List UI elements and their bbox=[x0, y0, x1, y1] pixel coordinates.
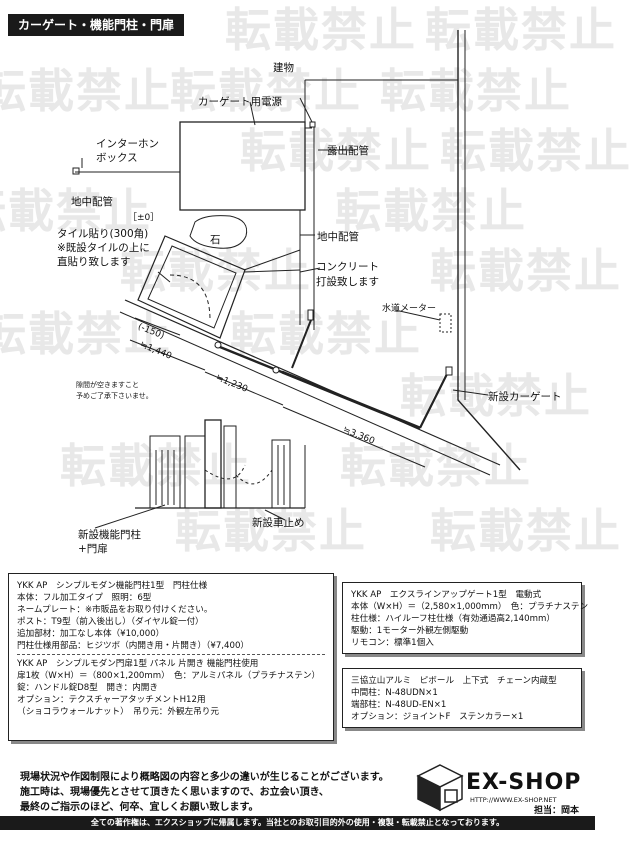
spec-line: ポスト：T9型（前入後出し）（ダイヤル錠一付） bbox=[17, 617, 204, 627]
spec-box-car-gate: YKK AP エクスラインアップゲート1型 電動式 本体（W×H）＝（2,580… bbox=[342, 582, 589, 654]
label-new-post-line1: 新設機能門柱 bbox=[78, 529, 141, 541]
site-plan-drawing bbox=[72, 30, 521, 529]
page-title: カーゲート・機能門柱・門扉 bbox=[8, 14, 185, 36]
spec-line: 柱仕様：ハイルーフ柱仕様（有効通過高2,140mm） bbox=[351, 614, 555, 624]
spec-line: 門柱仕様用部品：ヒジツボ（内開き用・片開き）（¥7,400） bbox=[17, 641, 250, 651]
spec-line: リモコン：標準1個入 bbox=[351, 638, 434, 648]
spec-line: 扉1枚（W×H）＝（800×1,200mm） 色：アルミパネル（プラチナステン） bbox=[17, 671, 321, 681]
logo-name: EX-SHOP bbox=[466, 770, 582, 795]
spec-line: 錠：ハンドル錠D8型 開き：内開き bbox=[17, 683, 158, 693]
person-in-charge: 担当：岡本 bbox=[534, 806, 580, 816]
spec-line: YKK AP シンプルモダン機能門柱1型 門柱仕様 bbox=[17, 581, 208, 591]
spec-box-car-stopper: 三協立山アルミ ピボール 上下式 チェーン内蔵型 中間柱：N-48UDN×1 端… bbox=[342, 668, 582, 728]
spec-line: YKK AP エクスラインアップゲート1型 電動式 bbox=[351, 590, 542, 600]
label-car-gate-power: カーゲート用電源 bbox=[198, 96, 282, 108]
label-underground-pipe-right: 地中配管 bbox=[317, 231, 359, 243]
label-building: 建物 bbox=[273, 62, 294, 74]
notice-line: 施工時は、現場優先とさせて頂きたく思いますので、お立会い頂き、 bbox=[20, 787, 329, 798]
ex-shop-logo-icon bbox=[416, 764, 464, 812]
spec-line: ネームプレート：※市販品をお取り付けください。 bbox=[17, 605, 213, 615]
label-tile-line2: ※既設タイルの上に bbox=[57, 242, 150, 254]
tile-area bbox=[137, 235, 246, 339]
spec-line: 駆動：1モーター外観左側駆動 bbox=[351, 626, 469, 636]
notice-line: 最終のご指示のほど、何卒、宜しくお願い致します。 bbox=[20, 802, 259, 813]
stone-shape bbox=[189, 215, 248, 249]
label-gap-note-line2: 予めご了承下さいませ。 bbox=[76, 392, 153, 400]
label-intercom-line1: インターホン bbox=[96, 138, 159, 150]
spec-line: 追加部材：加工なし本体（¥10,000） bbox=[17, 629, 165, 639]
label-new-post-line2: +門扉 bbox=[78, 543, 108, 555]
label-new-stopper: 新設車止め bbox=[252, 517, 305, 529]
water-meter-box bbox=[439, 313, 452, 333]
label-concrete-line1: コンクリート bbox=[316, 261, 379, 273]
spec-line: 本体：フル加工タイプ 照明：6型 bbox=[17, 593, 152, 603]
label-tile-line1: タイル貼り(300角) bbox=[57, 228, 149, 240]
spec-line: 端部柱：N-48UD-EN×1 bbox=[351, 700, 447, 710]
label-intercom-line2: ボックス bbox=[96, 152, 138, 164]
spec-line: 中間柱：N-48UDN×1 bbox=[351, 688, 438, 698]
notice-line: 現場状況や作図制限により概略図の内容と多少の違いが生じることがございます。 bbox=[20, 772, 389, 783]
spec-line: 本体（W×H）＝（2,580×1,000mm） 色：プラチナステン bbox=[351, 602, 589, 612]
house-outline bbox=[179, 121, 306, 211]
footer-copyright: 全ての著作権は、エクスショップに帰属します。当社とのお取引目的外の使用・複製・転… bbox=[0, 816, 595, 830]
label-concrete-line2: 打設致します bbox=[316, 276, 379, 288]
spec-line: オプション：テクスチャーアタッチメントH12用 bbox=[17, 695, 206, 705]
boundary-line bbox=[124, 299, 501, 466]
label-water-meter: 水道メーター bbox=[382, 304, 437, 314]
spec-line: YKK AP シンプルモダン門扉1型 パネル 片開き 機能門柱使用 bbox=[17, 659, 259, 669]
label-underground-pipe-left: 地中配管 bbox=[71, 196, 113, 208]
spec-box-gate-post: YKK AP シンプルモダン機能門柱1型 門柱仕様 本体：フル加工タイプ 照明：… bbox=[8, 573, 334, 741]
building-outline bbox=[457, 30, 521, 471]
spec-line: 三協立山アルミ ピボール 上下式 チェーン内蔵型 bbox=[351, 676, 557, 686]
label-level: ［±0］ bbox=[128, 213, 160, 223]
label-exposed-pipe: 露出配管 bbox=[327, 145, 369, 157]
front-elevation bbox=[94, 419, 306, 529]
label-tile-line3: 直貼り致します bbox=[57, 256, 131, 268]
label-stone: 石 bbox=[210, 234, 221, 246]
spec-line: オプション：ジョイントF ステンカラー×1 bbox=[351, 712, 524, 722]
spec-line: （ショコラウォールナット） 吊り元：外観左吊り元 bbox=[17, 707, 219, 717]
notice-block: 現場状況や作図制限により概略図の内容と多少の違いが生じることがございます。 施工… bbox=[20, 770, 420, 815]
spec-separator bbox=[17, 654, 325, 655]
label-gap-note-line1: 隙間が空きますこと bbox=[76, 381, 139, 389]
logo-url: HTTP://WWW.EX-SHOP.NET bbox=[470, 796, 557, 804]
label-new-car-gate: 新設カーゲート bbox=[488, 391, 562, 403]
